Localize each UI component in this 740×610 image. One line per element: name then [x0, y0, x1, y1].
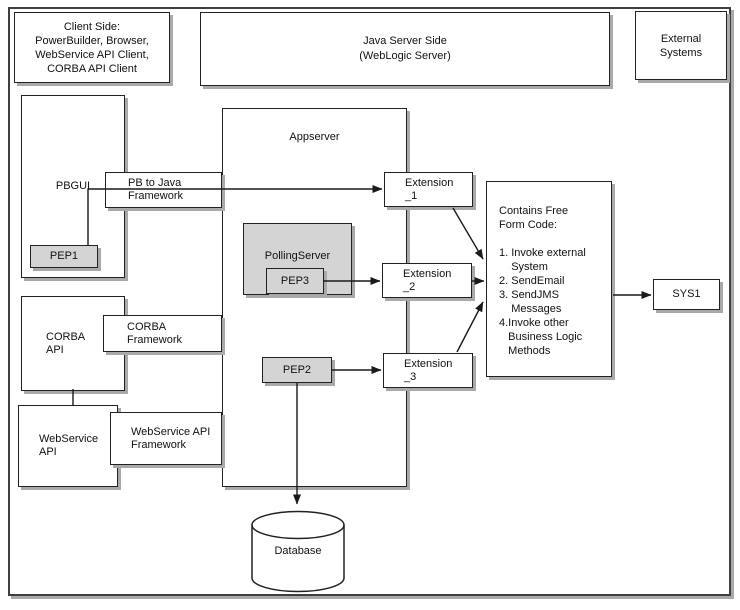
- polling-server-label: PollingServer: [264, 250, 331, 262]
- appserver-label: Appserver: [289, 131, 340, 143]
- pep1-label: PEP1: [49, 250, 79, 262]
- external-systems-label: External Systems: [659, 32, 703, 59]
- client-side-label: Client Side: PowerBuilder, Browser, WebS…: [35, 20, 149, 75]
- corba-framework-label: CORBA Framework: [127, 320, 183, 346]
- pep2-label: PEP2: [282, 363, 312, 376]
- webservice-api-framework-label: WebService API Framework: [131, 425, 211, 451]
- webservice-api-framework-box: WebService API Framework: [110, 412, 222, 465]
- extension-3-label: Extension _3: [404, 357, 453, 383]
- pb-to-java-framework-box: PB to Java Framework: [105, 172, 222, 208]
- pep2-box: PEP2: [262, 357, 332, 383]
- sys1-box: SYS1: [653, 279, 720, 310]
- client-side-box: Client Side: PowerBuilder, Browser, WebS…: [14, 12, 170, 83]
- pb-to-java-framework-label: PB to Java Framework: [128, 177, 184, 202]
- polling-server-box: PollingServer PEP3: [243, 223, 352, 295]
- webservice-api-label: WebService API: [39, 433, 99, 458]
- webservice-api-box: WebService API: [18, 405, 118, 487]
- appserver-box: Appserver: [222, 108, 407, 487]
- free-form-code-text: Contains Free Form Code: 1. Invoke exter…: [499, 205, 586, 357]
- sys1-label: SYS1: [672, 288, 701, 300]
- database-cylinder-shape: [251, 510, 345, 593]
- pep3-label: PEP3: [280, 274, 310, 287]
- database-cylinder: Database: [250, 509, 346, 594]
- corba-framework-box: CORBA Framework: [103, 315, 222, 352]
- corba-api-label: CORBA API: [46, 330, 86, 356]
- extension-1-label: Extension _1: [405, 176, 454, 202]
- extension-1-box: Extension _1: [384, 172, 473, 207]
- extension-2-label: Extension _2: [403, 267, 452, 293]
- extension-2-box: Extension _2: [382, 263, 472, 298]
- pep3-box: PEP3: [266, 268, 324, 294]
- extension-3-box: Extension _3: [383, 353, 473, 388]
- external-systems-box: External Systems: [635, 11, 727, 80]
- java-server-side-label: Java Server Side (WebLogic Server): [359, 35, 451, 62]
- database-label: Database: [274, 545, 322, 557]
- pep1-box: PEP1: [30, 245, 98, 268]
- free-form-code-box: Contains Free Form Code: 1. Invoke exter…: [486, 181, 612, 377]
- java-server-side-box: Java Server Side (WebLogic Server): [200, 12, 610, 86]
- pbgui-label: PBGUI: [55, 180, 91, 192]
